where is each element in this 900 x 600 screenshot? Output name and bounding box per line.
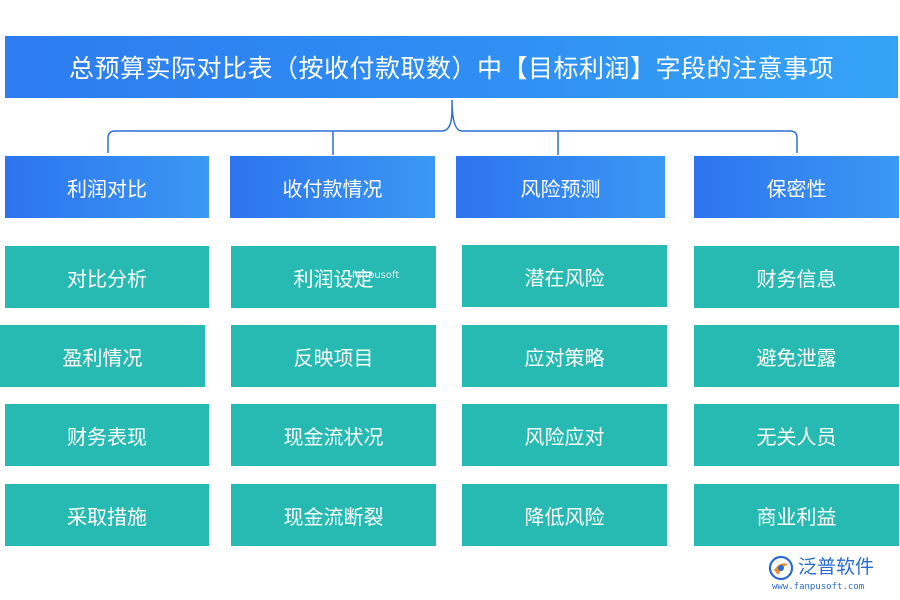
item-box: 商业利益 xyxy=(694,484,899,546)
connector-line xyxy=(107,99,798,153)
fanpu-logo-icon xyxy=(768,555,794,581)
faint-watermark-text: fanpusoft xyxy=(352,270,400,281)
category-payment-status: 收付款情况 xyxy=(230,156,435,218)
item-box: 应对策略 xyxy=(462,325,667,387)
item-box: 风险应对 xyxy=(462,404,667,466)
brand-watermark: 泛普软件 www.fanpusoft.com xyxy=(768,550,894,598)
item-box: 采取措施 xyxy=(5,484,209,546)
item-box: 财务表现 xyxy=(5,404,209,466)
category-confidentiality: 保密性 xyxy=(694,156,899,218)
diagram-title: 总预算实际对比表（按收付款取数）中【目标利润】字段的注意事项 xyxy=(5,36,898,98)
brand-url: www.fanpusoft.com xyxy=(772,582,865,592)
item-box: 现金流断裂 xyxy=(231,484,436,546)
item-box: 潜在风险 xyxy=(462,245,667,307)
item-box: 降低风险 xyxy=(462,484,667,546)
item-box: 现金流状况 xyxy=(231,404,436,466)
category-profit-comparison: 利润对比 xyxy=(5,156,209,218)
item-box: 对比分析 xyxy=(5,246,209,308)
category-risk-forecast: 风险预测 xyxy=(456,156,665,218)
brand-name: 泛普软件 xyxy=(798,556,875,578)
item-box: 盈利情况 xyxy=(0,325,205,387)
item-box: 反映项目 xyxy=(231,325,436,387)
item-box: 避免泄露 xyxy=(694,325,899,387)
item-box: 利润设定 xyxy=(231,246,436,308)
item-box: 财务信息 xyxy=(694,246,899,308)
item-box: 无关人员 xyxy=(694,404,899,466)
